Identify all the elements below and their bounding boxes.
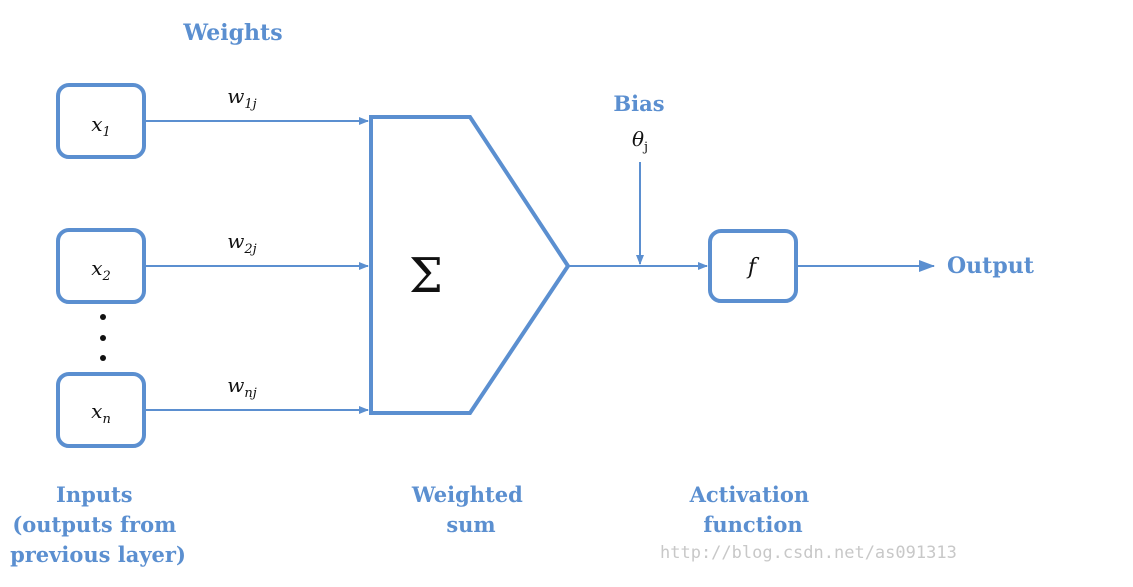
- input-symbol-1: x: [91, 112, 102, 136]
- svg-text:w1j: w1j: [227, 84, 256, 112]
- input-node-2: x2: [56, 228, 146, 304]
- svg-text:wnj: wnj: [227, 373, 257, 401]
- weight-symbol-1: w: [227, 84, 244, 108]
- output-label: Output: [947, 253, 1035, 279]
- weight-subscript-1: 1j: [244, 97, 256, 112]
- weighted-sum-caption-line-2: sum: [446, 512, 495, 537]
- bias-label: Bias: [613, 91, 664, 116]
- weighted-sum-caption-line-1: Weighted: [411, 482, 523, 507]
- weight-subscript-2: 2j: [243, 242, 256, 257]
- svg-text:xn: xn: [91, 399, 111, 427]
- input-node-n: xn: [56, 372, 146, 448]
- inputs-caption-line-2: (outputs from: [12, 512, 176, 537]
- activation-caption: Activation function: [689, 482, 817, 537]
- activation-caption-line-1: Activation: [689, 482, 810, 507]
- input-subscript-1: 1: [103, 125, 111, 140]
- svg-text:θj: θj: [632, 127, 648, 155]
- watermark-text: http://blog.csdn.net/as091313: [660, 543, 957, 563]
- input-node-1: x1: [56, 83, 146, 159]
- input-subscript-n: n: [102, 412, 110, 427]
- input-subscript-2: 2: [102, 269, 111, 284]
- input-symbol-n: x: [91, 399, 102, 423]
- svg-text:x2: x2: [91, 256, 111, 284]
- svg-text:x1: x1: [91, 112, 111, 140]
- weighted-sum-caption: Weighted sum: [411, 482, 530, 537]
- weights-label: Weights: [182, 20, 282, 46]
- sigma-symbol: Σ: [409, 248, 443, 304]
- bias-symbol: θ: [632, 127, 644, 151]
- ellipsis-dots: [100, 314, 106, 361]
- activation-node: f: [708, 229, 798, 303]
- weight-symbol-n: w: [227, 373, 244, 397]
- svg-text:w2j: w2j: [227, 229, 256, 257]
- bias-subscript: j: [642, 140, 648, 155]
- input-symbol-2: x: [91, 256, 102, 280]
- inputs-caption-line-3: previous layer): [10, 542, 186, 567]
- weight-subscript-n: nj: [244, 386, 256, 401]
- summation-node: [369, 115, 571, 415]
- inputs-caption: Inputs (outputs from previous layer): [10, 482, 186, 567]
- inputs-caption-line-1: Inputs: [56, 482, 133, 507]
- weight-symbol-2: w: [227, 229, 244, 253]
- activation-caption-line-2: function: [703, 512, 802, 537]
